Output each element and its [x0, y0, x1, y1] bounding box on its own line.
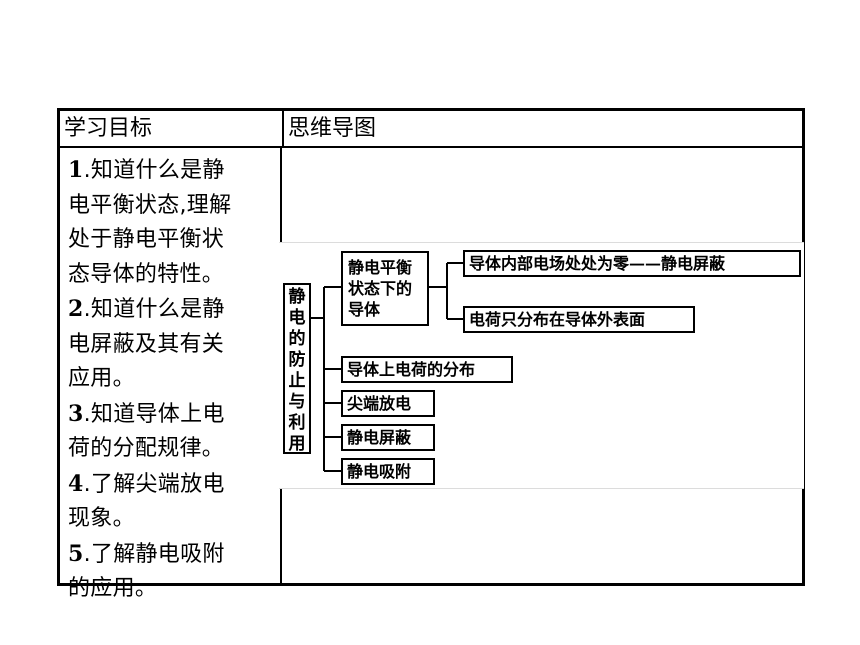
mindmap-sub-1-box: 导体内部电场处处为零——静电屏蔽 — [463, 250, 801, 277]
mindmap-branch-2-box: 导体上电荷的分布 — [341, 356, 513, 383]
mindmap-root-box: 静电的防止与利用 — [283, 283, 311, 454]
objectives-table: 学习目标 思维导图 1.知道什么是静 电平衡状态,理解 处于静电平衡状 态导体的… — [57, 108, 805, 601]
learning-goals-list: 1.知道什么是静 电平衡状态,理解 处于静电平衡状 态导体的特性。 2.知道什么… — [68, 153, 280, 607]
goal-item-5: 5.了解静电吸附 的应用。 — [68, 540, 225, 602]
mindmap-sub-2-box: 电荷只分布在导体外表面 — [463, 306, 695, 333]
mindmap-root-text: 静电的防止与利用 — [288, 287, 306, 454]
mindmap-branch-5-box: 静电吸附 — [341, 458, 435, 485]
mind-map-connectors — [311, 262, 463, 472]
mindmap-branch-3-box: 尖端放电 — [341, 390, 435, 417]
mind-map: 静电的防止与利用 静电平衡 状态下的 导体 导体内部电场处处为零——静电屏蔽 电… — [279, 242, 804, 489]
goal-item-2: 2.知道什么是静 电屏蔽及其有关 应用。 — [68, 296, 225, 391]
mindmap-branch-4-box: 静电屏蔽 — [341, 424, 435, 451]
header-mind-map: 思维导图 — [282, 111, 805, 148]
goal-item-4: 4.了解尖端放电 现象。 — [68, 470, 225, 532]
goal-item-1: 1.知道什么是静 电平衡状态,理解 处于静电平衡状 态导体的特性。 — [68, 157, 232, 287]
header-learning-goals: 学习目标 — [64, 116, 153, 141]
goal-item-3: 3.知道导体上电 荷的分配规律。 — [68, 400, 225, 462]
mindmap-branch-1-box: 静电平衡 状态下的 导体 — [341, 251, 429, 326]
header-divider — [60, 146, 802, 148]
